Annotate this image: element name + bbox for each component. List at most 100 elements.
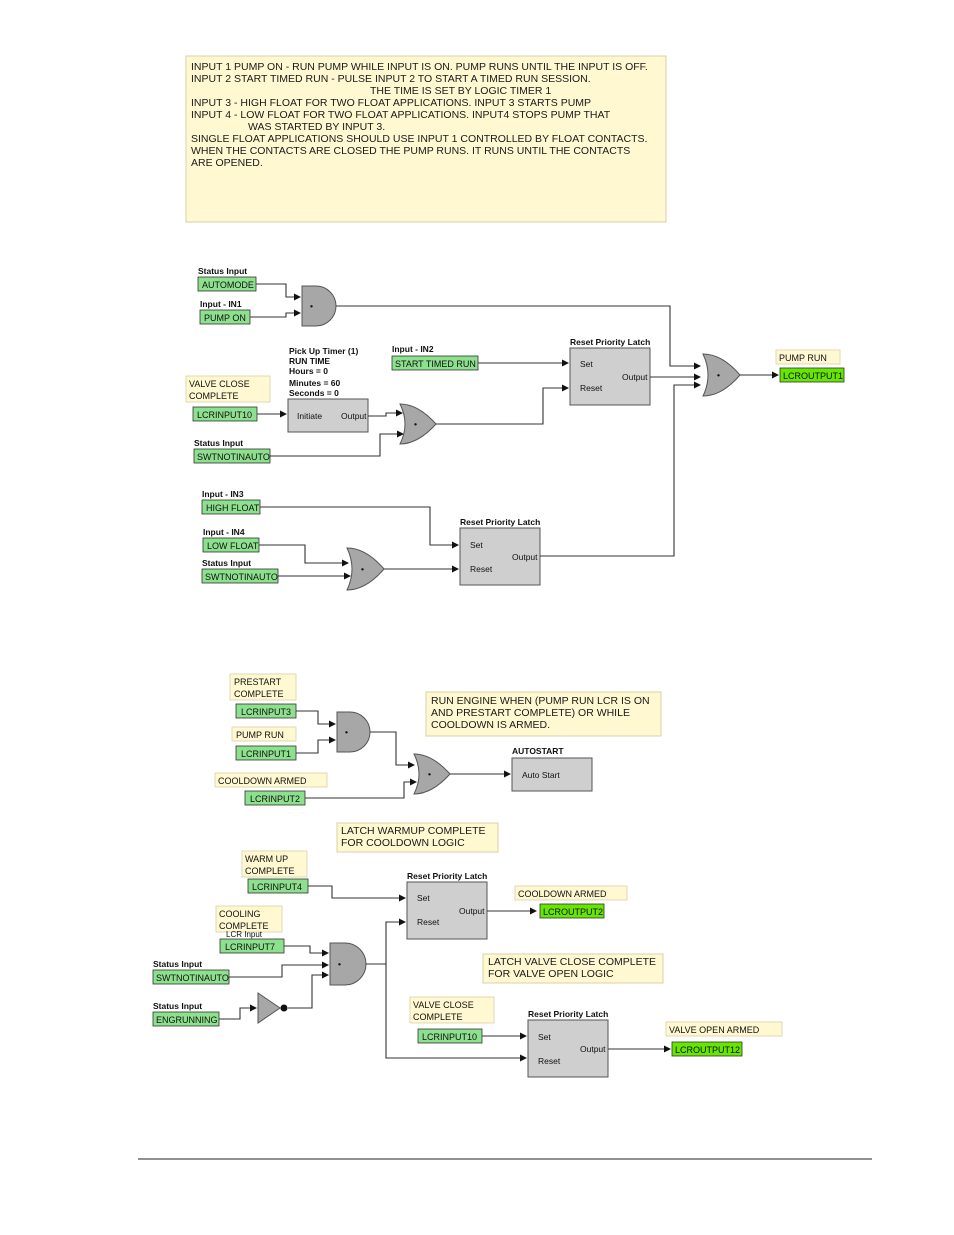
wire (259, 544, 349, 567)
caption-text: COMPLETE (245, 866, 295, 876)
note-text: AND PRESTART COMPLETE) OR WHILE (431, 707, 630, 719)
status-input-label: Status Input (153, 959, 202, 969)
latch-4-set: Set (538, 1032, 551, 1042)
wire (284, 945, 329, 957)
tag-low-float-text: LOW FLOAT (207, 541, 259, 551)
input-in4-label: Input - IN4 (203, 527, 245, 537)
or-gate-3 (413, 753, 451, 795)
caption-text: PUMP RUN (236, 730, 284, 740)
wire (436, 384, 569, 425)
tag-lcroutput2-text: LCROUTPUT2 (543, 907, 603, 917)
note-latch-warmup (336, 822, 499, 853)
timer-seconds: Seconds = 0 (289, 388, 339, 398)
top-note-line: WHEN THE CONTACTS ARE CLOSED THE PUMP RU… (191, 145, 630, 157)
latch-2-title: Reset Priority Latch (460, 517, 540, 527)
note-text: LATCH VALVE CLOSE COMPLETE (488, 956, 656, 968)
input-in3-label: Input - IN3 (202, 489, 244, 499)
timer-hours: Hours = 0 (289, 366, 328, 376)
wire (260, 506, 459, 549)
pump-run-logic: Status Input AUTOMODE Input - IN1 PUMP O… (185, 266, 845, 591)
caption-text: PUMP RUN (779, 353, 827, 363)
wire (540, 381, 701, 557)
wire (366, 918, 406, 965)
caption-warm-up (241, 850, 308, 878)
caption-prestart (229, 673, 297, 701)
latch-2-set: Set (470, 540, 483, 550)
gate-symbol: • (338, 959, 341, 969)
autostart-logic: PRESTART COMPLETE LCRINPUT3 PUMP RUN LCR… (214, 673, 662, 806)
and-gate-2 (336, 711, 371, 753)
autostart-block (511, 757, 593, 792)
tag-swtnotinauto-text: SWTNOTINAUTO (197, 452, 270, 462)
caption-text: VALVE CLOSE (189, 379, 250, 389)
caption-cooldown-armed-2 (514, 885, 628, 901)
wire (229, 961, 329, 978)
wire (296, 710, 336, 728)
and-gate-1 (301, 285, 337, 327)
autostart-input: Auto Start (522, 770, 560, 780)
tag-lcrinput1-text: LCRINPUT1 (241, 749, 291, 759)
tag-pump-on-text: PUMP ON (204, 313, 246, 323)
cooldown-valve-logic: LATCH WARMUP COMPLETE FOR COOLDOWN LOGIC… (152, 822, 783, 1078)
or-gate-pump-run (702, 353, 741, 397)
timer-initiate: Initiate (297, 411, 322, 421)
timer-title: Pick Up Timer (1) (289, 346, 358, 356)
or-gate-2 (346, 547, 385, 591)
latch-3-output: Output (459, 906, 485, 916)
gate-symbol: • (428, 769, 431, 779)
caption-valve-close-1 (185, 375, 271, 403)
tag-swtnotinauto-text: SWTNOTINAUTO (156, 973, 229, 983)
top-note-line: INPUT 2 START TIMED RUN - PULSE INPUT 2 … (191, 73, 591, 85)
caption-text: VALVE CLOSE (413, 1000, 474, 1010)
gate-symbol: • (310, 301, 313, 311)
latch-2-reset: Reset (470, 564, 493, 574)
not-gate (257, 992, 281, 1024)
gate-symbol: • (361, 564, 364, 574)
latch-4-reset: Reset (538, 1056, 561, 1066)
wire (296, 736, 336, 754)
wire (270, 430, 404, 457)
latch-2 (459, 527, 541, 586)
tag-lcrinput7-text: LCRINPUT7 (225, 942, 275, 952)
status-input-label: Status Input (198, 266, 247, 276)
timer-minutes: Minutes = 60 (289, 378, 341, 388)
status-input-label: Status Input (202, 558, 251, 568)
top-note: INPUT 1 PUMP ON - RUN PUMP WHILE INPUT I… (185, 55, 667, 223)
autostart-title: AUTOSTART (512, 746, 564, 756)
wire (219, 1004, 257, 1020)
gate-symbol: • (717, 370, 720, 380)
wire (250, 309, 301, 318)
latch-1-reset: Reset (580, 383, 603, 393)
timer-output: Output (341, 411, 367, 421)
latch-1-title: Reset Priority Latch (570, 337, 650, 347)
top-note-box (185, 55, 667, 223)
pickup-timer-block (287, 398, 369, 433)
caption-pump-run (775, 349, 841, 365)
tag-engrunning-text: ENGRUNNING (156, 1015, 218, 1025)
lcr-input-partial-label: LCR Input (226, 930, 263, 939)
tag-high-float-text: HIGH FLOAT (206, 503, 260, 513)
wire (385, 964, 527, 1062)
tag-lcroutput12[interactable] (671, 1041, 743, 1057)
timer-name: RUN TIME (289, 356, 330, 366)
note-text: FOR COOLDOWN LOGIC (341, 837, 465, 849)
note-run-engine (425, 691, 662, 737)
note-text: RUN ENGINE WHEN (PUMP RUN LCR IS ON (431, 695, 650, 707)
latch-4-output: Output (580, 1044, 606, 1054)
top-note-line: ARE OPENED. (191, 157, 263, 169)
tag-lcroutput2[interactable] (539, 903, 605, 919)
caption-text: COOLDOWN ARMED (518, 889, 607, 899)
note-text: COOLDOWN IS ARMED. (431, 719, 550, 731)
latch-2-output: Output (512, 552, 538, 562)
top-note-line: THE TIME IS SET BY LOGIC TIMER 1 (370, 85, 551, 97)
gate-symbol: • (345, 727, 348, 737)
note-text: FOR VALVE OPEN LOGIC (488, 968, 614, 980)
note-latch-valve (482, 953, 664, 984)
tag-lcroutput1[interactable] (779, 367, 845, 383)
tag-lcrinput10-text: LCRINPUT10 (197, 410, 252, 420)
caption-text: COMPLETE (234, 689, 284, 699)
latch-3 (406, 881, 488, 940)
tag-automode-text: AUTOMODE (202, 280, 254, 290)
latch-4-title: Reset Priority Latch (528, 1009, 608, 1019)
caption-pump-run-2 (231, 726, 297, 742)
